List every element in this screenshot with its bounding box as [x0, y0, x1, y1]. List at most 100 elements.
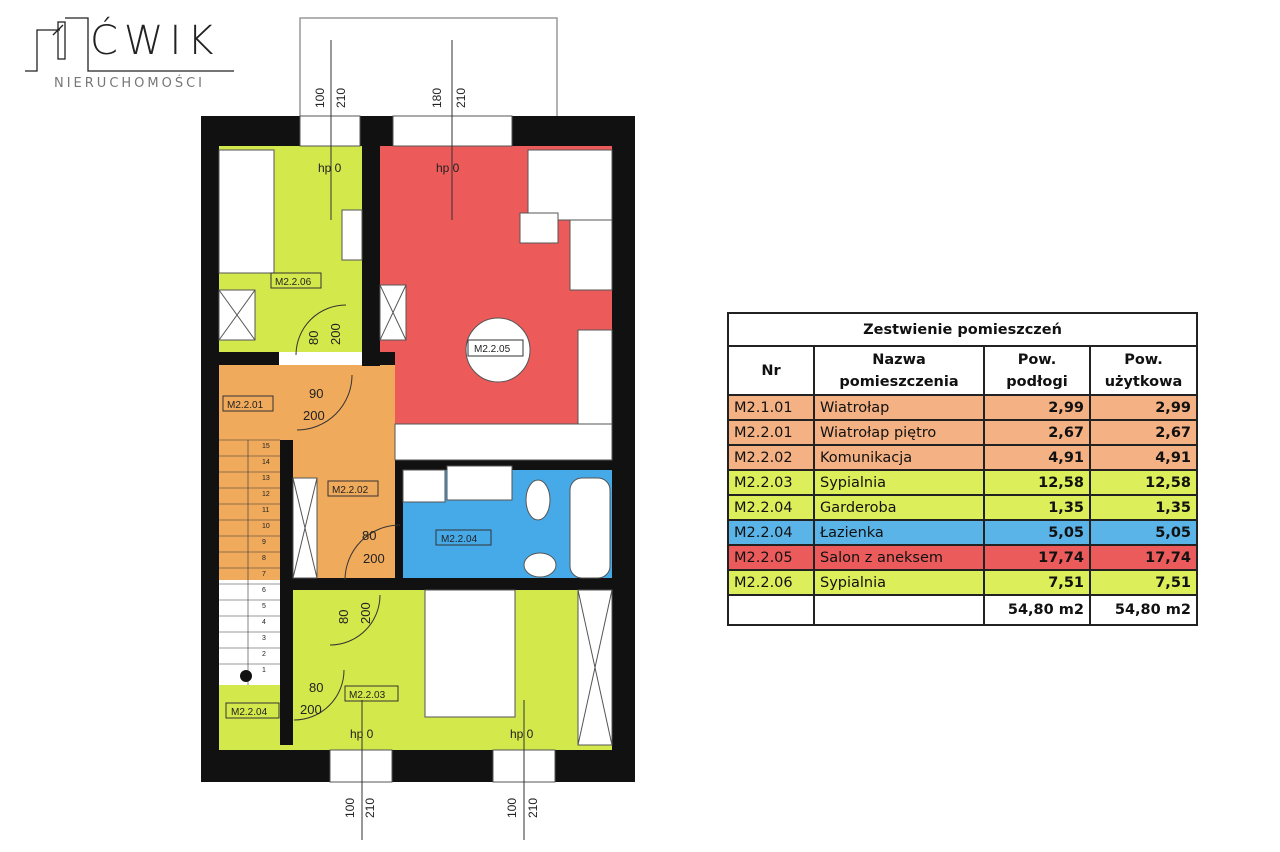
logo-brand: ĆWIK [90, 18, 220, 64]
room-name: Wiatrołap [813, 394, 985, 421]
room-name: Salon z aneksem [813, 544, 985, 571]
floor-area: 7,51 [983, 569, 1091, 596]
svg-text:14: 14 [262, 459, 270, 466]
door-height: 200 [300, 702, 322, 717]
height-label: hp 0 [510, 727, 534, 741]
window-height: 210 [334, 88, 348, 108]
usable-area: 17,74 [1089, 544, 1198, 571]
room-label-01: M2.2.01 [227, 400, 264, 411]
window-width: 100 [505, 798, 519, 818]
usable-area: 5,05 [1089, 519, 1198, 546]
door-width: 80 [362, 528, 376, 543]
stair-start-marker [240, 670, 252, 682]
total-row: 54,80 m2 54,80 m2 [727, 594, 1198, 626]
header-nr: Nr [727, 345, 815, 396]
usable-area: 2,67 [1089, 419, 1198, 446]
furniture [218, 149, 613, 746]
floor-area: 2,67 [983, 419, 1091, 446]
table-title: Zestwienie pomieszczeń [727, 312, 1198, 347]
door-height: 200 [328, 323, 343, 345]
floor-area: 1,35 [983, 494, 1091, 521]
floor-area: 5,05 [983, 519, 1091, 546]
usable-area: 12,58 [1089, 469, 1198, 496]
room-name: Łazienka [813, 519, 985, 546]
room-number: M2.2.04 [727, 519, 815, 546]
room-name: Sypialnia [813, 569, 985, 596]
usable-area: 7,51 [1089, 569, 1198, 596]
room-number: M2.2.03 [727, 469, 815, 496]
svg-text:5: 5 [262, 603, 266, 610]
logo-building-icon [25, 17, 234, 72]
svg-text:3: 3 [262, 635, 266, 642]
header-floor-area: Pow.podłogi [983, 345, 1091, 396]
window-height: 210 [526, 798, 540, 818]
room-number: M2.1.01 [727, 394, 815, 421]
svg-text:11: 11 [262, 507, 269, 514]
logo-subtitle: NIERUCHOMOŚCI [54, 76, 206, 91]
window-height: 210 [363, 798, 377, 818]
room-number: M2.2.04 [727, 494, 815, 521]
room-name: Sypialnia [813, 469, 985, 496]
usable-area: 4,91 [1089, 444, 1198, 471]
door-width: 80 [306, 331, 321, 345]
floor-area: 17,74 [983, 544, 1091, 571]
svg-text:8: 8 [262, 555, 266, 562]
balcony [299, 17, 558, 119]
room-label-02: M2.2.02 [332, 485, 369, 496]
room-name: Wiatrołap piętro [813, 419, 985, 446]
svg-text:2: 2 [262, 651, 266, 658]
room-number: M2.2.01 [727, 419, 815, 446]
door-height: 200 [358, 602, 373, 624]
room-number: M2.2.06 [727, 569, 815, 596]
total-floor-area: 54,80 m2 [983, 594, 1091, 626]
company-logo: ĆWIK NIERUCHOMOŚCI [20, 10, 250, 100]
svg-text:9: 9 [262, 539, 266, 546]
height-label: hp 0 [436, 161, 460, 175]
room-label-06: M2.2.06 [275, 277, 312, 288]
floor-area: 2,99 [983, 394, 1091, 421]
window-width: 100 [313, 88, 327, 108]
floor-area: 4,91 [983, 444, 1091, 471]
door-height: 200 [303, 408, 325, 423]
floor-plan: 15 14 13 12 11 10 9 8 7 6 5 4 3 2 1 [201, 17, 635, 840]
window-height: 210 [454, 88, 468, 108]
svg-text:10: 10 [262, 523, 270, 530]
header-usable-area: Pow.użytkowa [1089, 345, 1198, 396]
svg-text:7: 7 [262, 571, 266, 578]
svg-text:15: 15 [262, 443, 270, 450]
room-label-05: M2.2.05 [474, 344, 511, 355]
svg-text:6: 6 [262, 587, 266, 594]
svg-text:12: 12 [262, 491, 270, 498]
room-number: M2.2.05 [727, 544, 815, 571]
height-label: hp 0 [318, 161, 342, 175]
svg-text:13: 13 [262, 475, 270, 482]
stair-step-numbers: 15 14 13 12 11 10 9 8 7 6 5 4 3 2 1 [262, 443, 270, 674]
svg-text:4: 4 [262, 619, 266, 626]
door-width: 80 [336, 610, 351, 624]
room-label-bathroom: M2.2.04 [441, 534, 478, 545]
door-height: 200 [363, 551, 385, 566]
total-usable-area: 54,80 m2 [1089, 594, 1198, 626]
room-label-03: M2.2.03 [349, 690, 386, 701]
door-width: 80 [309, 680, 323, 695]
window-width: 180 [430, 88, 444, 108]
svg-text:1: 1 [262, 667, 266, 674]
room-name: Komunikacja [813, 444, 985, 471]
usable-area: 2,99 [1089, 394, 1198, 421]
room-name: Garderoba [813, 494, 985, 521]
window-width: 100 [343, 798, 357, 818]
room-number: M2.2.02 [727, 444, 815, 471]
room-label-wardrobe: M2.2.04 [231, 707, 268, 718]
door-width: 90 [309, 386, 323, 401]
floor-area: 12,58 [983, 469, 1091, 496]
